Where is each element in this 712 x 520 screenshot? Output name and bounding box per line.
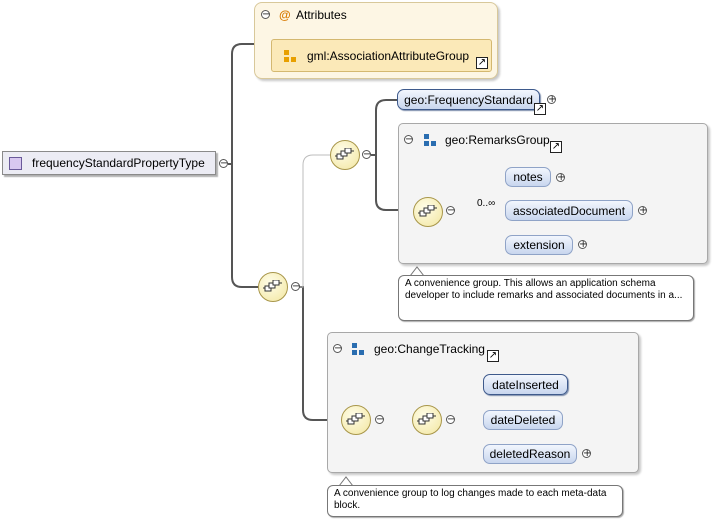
model-group-icon: [424, 134, 437, 146]
annotation-pointer: [338, 476, 354, 486]
root-complex-type[interactable]: frequencyStandardPropertyType: [2, 151, 216, 175]
element-notes[interactable]: notes: [505, 167, 551, 187]
remarks-group-title: geo:RemarksGroup: [445, 133, 550, 147]
element-label: notes: [513, 170, 543, 184]
notes-expand-toggle[interactable]: +: [556, 172, 566, 183]
remarks-group-collapse-toggle[interactable]: −: [404, 134, 414, 145]
occurrence-label: 0..∞: [477, 198, 496, 209]
root-label: frequencyStandardPropertyType: [32, 156, 205, 170]
change-tracking-collapse-toggle[interactable]: −: [333, 343, 343, 354]
attribute-group-label: gml:AssociationAttributeGroup: [307, 48, 470, 63]
element-label: dateDeleted: [490, 413, 556, 427]
sequence-icon: [263, 280, 282, 292]
model-group-icon: [352, 343, 365, 355]
connector-root-sequence: [231, 164, 258, 288]
main-sequence-collapse-toggle[interactable]: −: [291, 281, 301, 292]
frequency-standard-link-icon[interactable]: ↗: [534, 103, 546, 115]
sequence-icon: [346, 413, 365, 425]
top-sequence-collapse-toggle[interactable]: −: [362, 149, 372, 160]
attributes-title: Attributes: [296, 8, 347, 22]
change-tracking-title: geo:ChangeTracking: [374, 342, 485, 356]
element-label: associatedDocument: [512, 203, 626, 218]
top-sequence-compositor[interactable]: [330, 140, 360, 170]
associated-document-expand-toggle[interactable]: +: [638, 205, 648, 216]
connector-seq-changetracking: [292, 286, 341, 421]
element-deleted-reason[interactable]: deletedReason: [483, 444, 577, 464]
attribute-at-icon: @: [279, 8, 291, 22]
remarks-group-link-icon[interactable]: ↗: [550, 141, 562, 153]
attribute-group-ref[interactable]: gml:AssociationAttributeGroup: [271, 39, 492, 72]
attribute-group-icon: [284, 49, 297, 62]
element-associated-document[interactable]: associatedDocument: [505, 200, 633, 221]
element-label: deletedReason: [489, 447, 571, 461]
main-sequence-compositor[interactable]: [258, 272, 288, 302]
element-frequency-standard[interactable]: geo:FrequencyStandard: [397, 89, 540, 110]
complex-type-icon: [9, 156, 22, 170]
element-label: dateInserted: [492, 377, 559, 392]
change-tracking-ref-collapse-toggle[interactable]: −: [375, 414, 385, 425]
remarks-sequence-collapse-toggle[interactable]: −: [446, 205, 456, 216]
element-date-deleted[interactable]: dateDeleted: [483, 410, 563, 430]
connector-seq-remarks: [375, 155, 413, 211]
annotation-pointer: [409, 266, 425, 276]
sequence-icon: [335, 148, 354, 160]
connector-root-attributes: [228, 43, 258, 165]
element-label: geo:FrequencyStandard: [404, 92, 533, 107]
change-tracking-link-icon[interactable]: ↗: [487, 350, 499, 362]
frequency-standard-expand-toggle[interactable]: +: [547, 94, 557, 105]
change-tracking-sequence-collapse-toggle[interactable]: −: [446, 414, 456, 425]
extension-expand-toggle[interactable]: +: [578, 239, 588, 250]
deleted-reason-expand-toggle[interactable]: +: [582, 448, 592, 459]
change-tracking-sequence-compositor[interactable]: [412, 405, 442, 435]
attributes-box: − @ Attributes gml:AssociationAttributeG…: [254, 2, 498, 79]
element-date-inserted[interactable]: dateInserted: [483, 374, 568, 395]
sequence-icon: [417, 413, 436, 425]
connector-seq-top-light: [292, 154, 330, 288]
sequence-icon: [418, 205, 437, 217]
change-tracking-ref-compositor[interactable]: [341, 405, 371, 435]
remarks-group-annotation: A convenience group. This allows an appl…: [398, 275, 694, 321]
element-extension[interactable]: extension: [505, 235, 573, 255]
attribute-group-link-icon[interactable]: ↗: [476, 57, 488, 69]
change-tracking-annotation: A convenience group to log changes made …: [327, 485, 623, 517]
remarks-sequence-compositor[interactable]: [413, 197, 443, 227]
root-collapse-toggle[interactable]: −: [219, 158, 229, 169]
element-label: extension: [513, 238, 565, 252]
attributes-collapse-toggle[interactable]: −: [261, 9, 271, 20]
connector-seq-frequency: [371, 99, 397, 156]
